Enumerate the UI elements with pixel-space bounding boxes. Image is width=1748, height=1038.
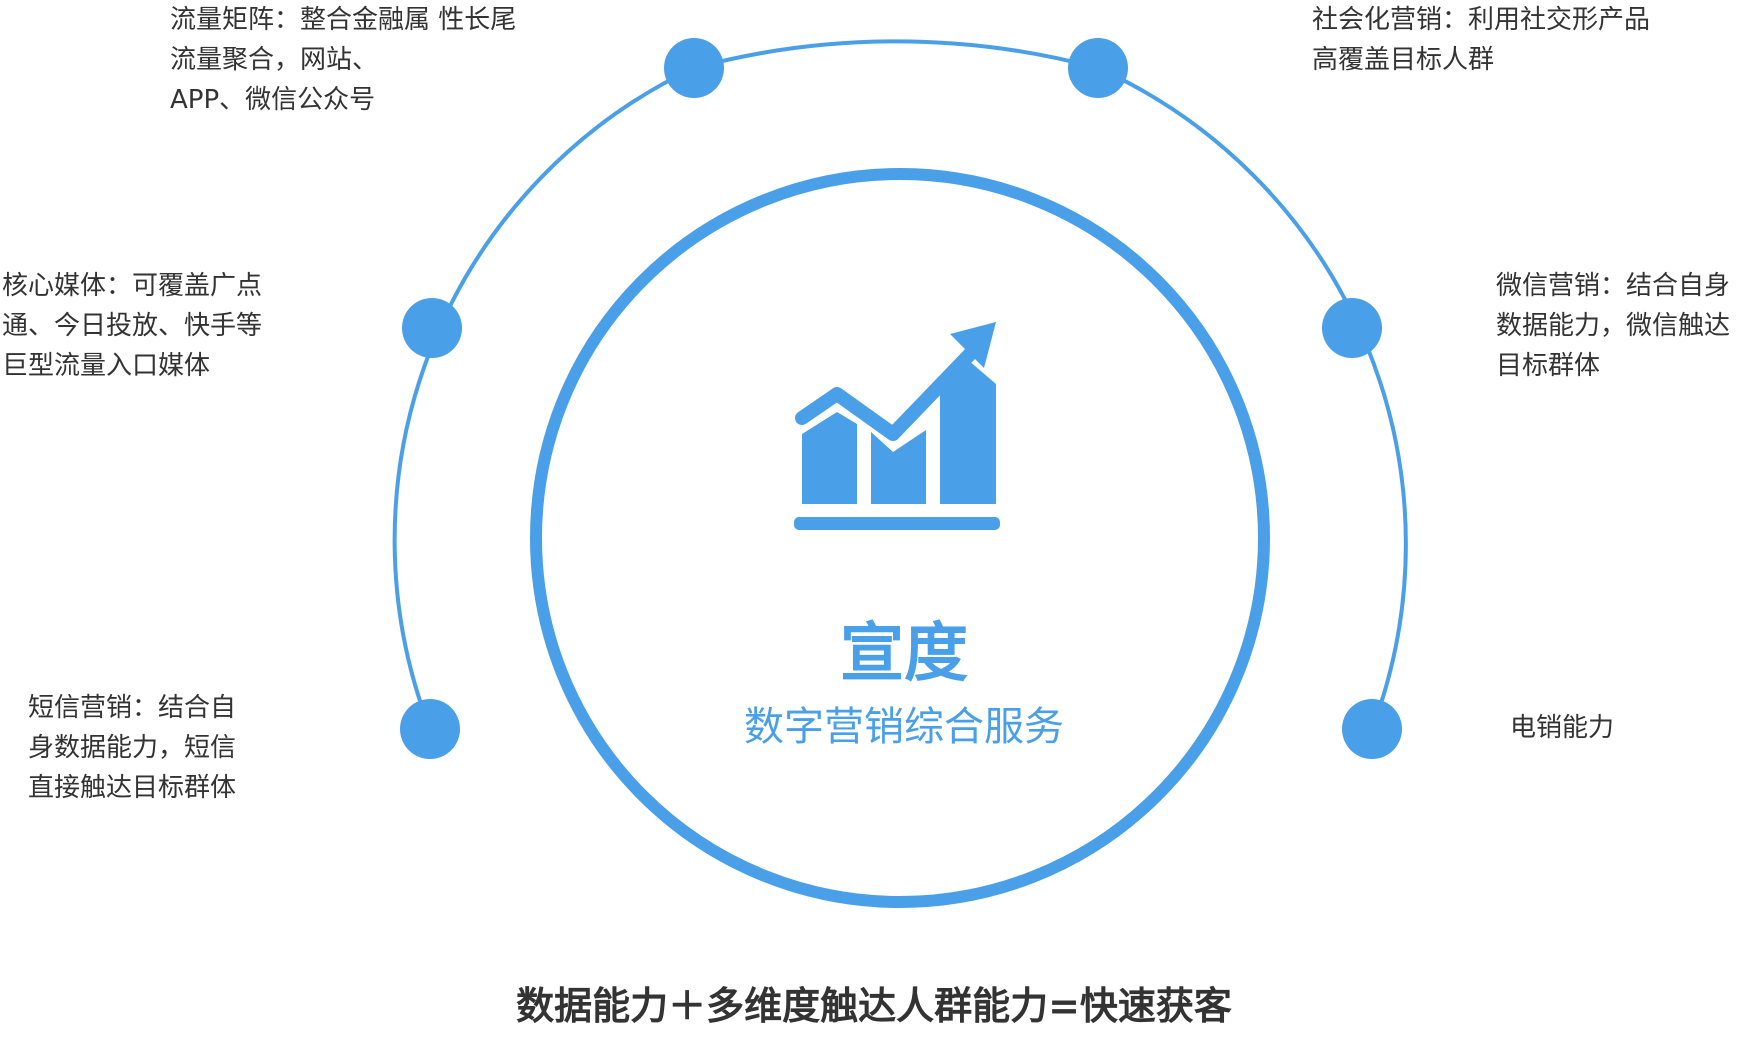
- rising-bar-chart-icon: [794, 322, 1000, 530]
- node-label-mid-left: 核心媒体：可覆盖广点 通、今日投放、快手等 巨型流量入口媒体: [2, 271, 263, 381]
- node-dot-mid-right: [1322, 298, 1382, 358]
- footer-slogan: 数据能力＋多维度触达人群能力=快速获客: [516, 984, 1232, 1028]
- node-label-bot-left: 短信营销：结合自 身数据能力，短信 直接触达目标群体: [28, 693, 237, 803]
- center-subtitle: 数字营销综合服务: [744, 704, 1064, 750]
- node-label-top-right: 社会化营销：利用社交形产品 高覆盖目标人群: [1312, 5, 1651, 75]
- node-dot-bot-left: [400, 699, 460, 759]
- node-label-top-left: 流量矩阵：整合金融属 性长尾 流量聚合，网站、 APP、微信公众号: [170, 5, 517, 115]
- node-dot-top-left: [664, 38, 724, 98]
- center-title: 宣度: [840, 617, 968, 691]
- node-dot-bot-right: [1342, 699, 1402, 759]
- inner-circle: [530, 168, 1270, 908]
- node-label-bot-right: 电销能力: [1510, 713, 1615, 743]
- outer-arc-top: [693, 39, 1099, 70]
- node-dot-mid-left: [402, 298, 462, 358]
- node-dot-top-right: [1068, 38, 1128, 98]
- node-label-mid-right: 微信营销：结合自身 数据能力，微信触达 目标群体: [1496, 271, 1731, 381]
